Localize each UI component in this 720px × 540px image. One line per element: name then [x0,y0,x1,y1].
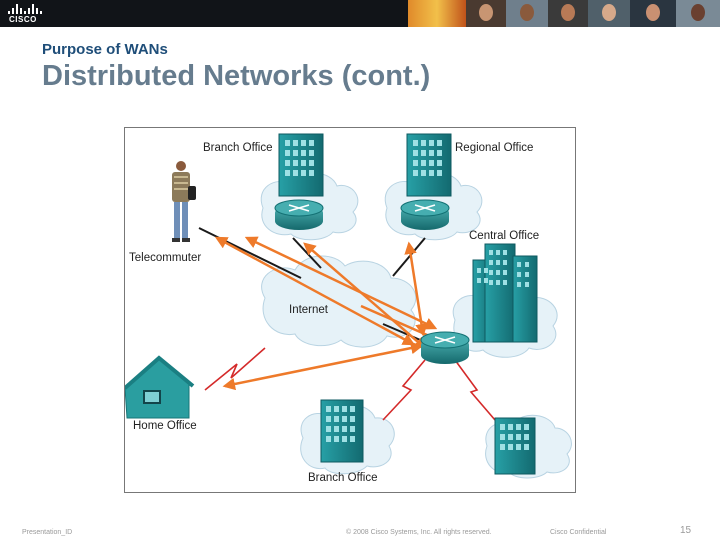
photo-tile-3 [506,0,548,27]
tunnel-home-office [222,341,424,391]
building-branch-top-icon [278,133,324,197]
photo-tile-7 [676,0,720,27]
slide-subtitle: Purpose of WANs [42,41,168,58]
photo-tile-6 [630,0,676,27]
building-central-office-icon [472,243,538,343]
cisco-logo-text: CISCO [9,15,37,24]
building-remote-right-icon [494,417,536,475]
label-central-office: Central Office [469,230,540,242]
router-central-icon [420,331,470,364]
slide-title: Distributed Networks (cont.) [42,60,431,92]
footer-copyright: © 2008 Cisco Systems, Inc. All rights re… [346,529,492,536]
cisco-logo-bars-icon [8,4,42,14]
building-regional-office-icon [406,133,452,197]
footer-presentation-id: Presentation_ID [22,529,73,536]
tunnel-regional [404,241,428,337]
label-internet: Internet [289,304,328,316]
footer-confidential: Cisco Confidential [550,529,607,536]
wan-link-branch-bottom [382,359,426,421]
router-branch-top-icon [274,199,324,230]
network-diagram: Branch Office Regional Office Central Of… [124,127,576,493]
cisco-logo: CISCO [8,4,42,24]
cable-regional [392,237,426,277]
wan-link-remote [454,359,496,421]
cable-telecommuter [198,227,302,279]
diagram-canvas [125,133,572,479]
photo-tile-2 [466,0,506,27]
label-home-office: Home Office [133,420,197,432]
telecommuter-person-icon [172,161,196,242]
label-regional-office: Regional Office [455,142,534,154]
photo-tile-4 [548,0,588,27]
label-telecommuter: Telecommuter [129,252,202,264]
photo-tile-5 [588,0,630,27]
label-branch-office-bottom: Branch Office [308,472,378,484]
building-branch-bottom-icon [320,399,364,463]
label-branch-office-top: Branch Office [203,142,273,154]
photo-tile-1 [408,0,466,27]
router-regional-icon [400,199,450,230]
header-photo-strip [408,0,720,27]
page-number: 15 [680,525,692,536]
home-office-house-icon [125,355,195,419]
header-bar: CISCO [0,0,720,27]
